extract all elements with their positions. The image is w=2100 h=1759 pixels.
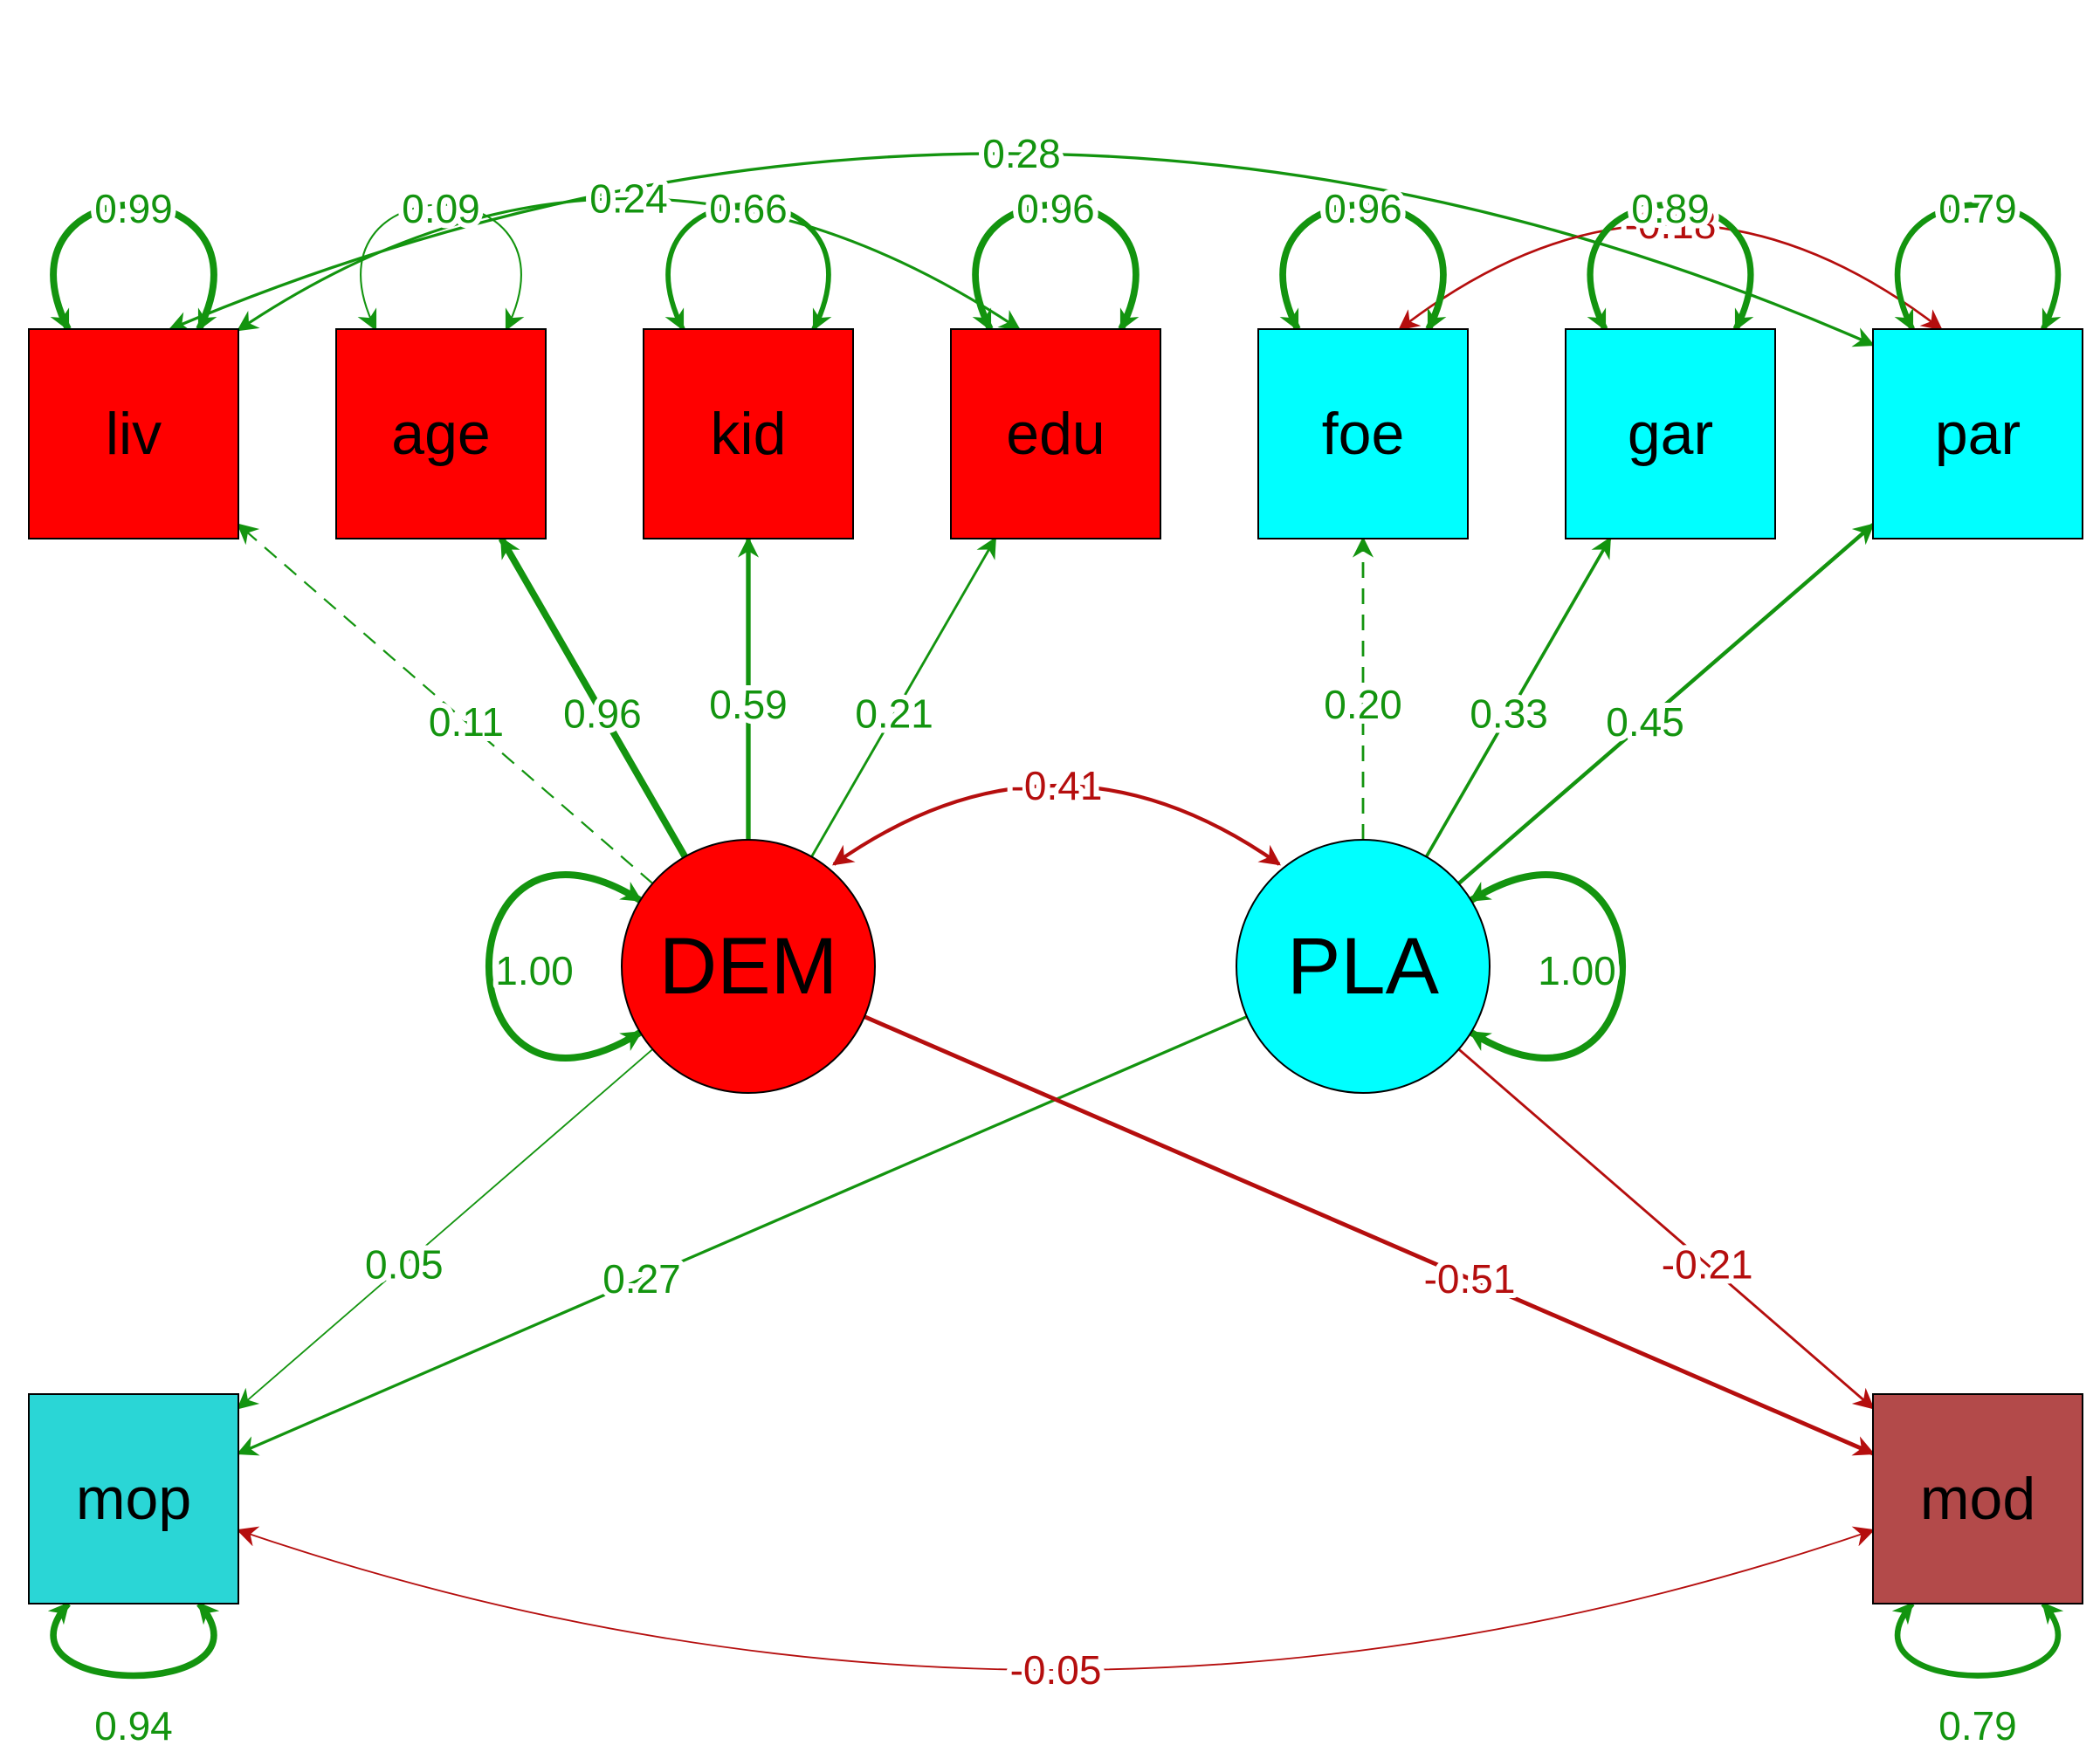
covariance-foe-par-label: -0.18 [1625,202,1717,247]
loading-dem-liv [237,523,654,884]
residual-foe [1279,201,1447,332]
node-edu-box [950,328,1161,539]
node-edu: edu [950,328,1161,539]
node-liv: liv [28,328,239,539]
residual-dem [485,871,643,1062]
residual-age-label: 0.09 [402,186,480,231]
residual-kid [664,202,832,332]
residual-liv [50,201,217,332]
loading-pla-gar-label: 0.33 [1470,691,1548,736]
residual-edu-label: 0.96 [1016,186,1095,231]
regression-dem-mod-label: -0.51 [1424,1256,1516,1302]
node-pla-circle [1236,839,1491,1094]
node-pla: PLA [1236,839,1491,1094]
node-foe-label: foe [1322,401,1405,467]
node-par-box [1872,328,2083,539]
node-foe: foe [1257,328,1469,539]
node-kid: kid [643,328,854,539]
covariance-mop-mod-label: -0.05 [1010,1647,1102,1693]
regression-dem-mop [237,1048,654,1410]
residual-dem-label: 1.00 [495,948,574,993]
residual-foe-label: 0.96 [1324,186,1402,231]
residual-gar [1587,201,1754,332]
regression-pla-mop [236,1015,1248,1456]
node-mod: mod [1872,1393,2083,1604]
residual-mop [47,1601,220,1680]
covariance-foe-par [1398,223,1943,331]
residual-mod-label: 0.79 [1938,1703,2017,1749]
regression-pla-mod [1457,1048,1875,1410]
node-edu-label: edu [1006,401,1105,467]
regression-pla-mop-label: 0.27 [602,1256,681,1302]
residual-kid-label: 0.66 [709,186,788,231]
node-mop-label: mop [76,1466,191,1532]
residual-mod [1891,1601,2064,1679]
edge-labels-layer: 0.11 0.96 0.59 0.21 0.20 0.33 0.45 0.05 0.27 -0.5… [89,126,2022,1754]
loading-pla-par [1457,523,1875,885]
loading-dem-kid-label: 0.59 [709,682,788,727]
regression-dem-mop-label: 0.05 [365,1242,444,1288]
node-kid-label: kid [711,401,787,467]
loading-dem-age [498,536,688,859]
node-liv-box [28,328,239,539]
node-dem: DEM [621,839,876,1094]
residual-edu [972,201,1140,332]
regression-dem-mod [864,1014,1876,1456]
residual-pla-label: 1.00 [1538,948,1616,993]
residual-gar-label: 0.89 [1631,186,1710,231]
covariance-liv-edu [237,196,1021,332]
node-par-label: par [1935,401,2021,467]
node-age: age [335,328,547,539]
residual-par [1894,202,2062,332]
node-age-box [335,328,547,539]
node-foe-box [1257,328,1469,539]
node-mod-label: mod [1920,1466,2035,1532]
loading-pla-foe-label: 0.20 [1324,682,1402,727]
node-mod-box [1872,1393,2083,1604]
loading-dem-edu-label: 0.21 [855,691,933,736]
covariance-liv-par [168,152,1876,347]
loading-pla-par-label: 0.45 [1606,699,1684,745]
node-dem-circle [621,839,876,1094]
node-pla-label: PLA [1287,922,1440,1011]
residual-mop-label: 0.94 [94,1703,173,1749]
covariance-liv-edu-label: 0.24 [589,176,668,222]
node-kid-box [643,328,854,539]
regression-pla-mod-label: -0.21 [1662,1242,1753,1288]
covariance-dem-pla-label: -0.41 [1011,763,1103,808]
node-age-label: age [391,401,490,467]
loading-dem-liv-label: 0.11 [429,699,504,745]
node-mop-box [28,1393,239,1604]
residual-pla [1469,871,1627,1062]
covariance-mop-mod [236,1526,1876,1671]
covariance-liv-par-label: 0.28 [982,131,1061,176]
node-liv-label: liv [106,401,162,467]
covariance-dem-pla [832,784,1281,866]
node-gar-label: gar [1628,401,1713,467]
node-par: par [1872,328,2083,539]
loading-dem-edu [810,536,996,858]
node-gar-box [1565,328,1776,539]
node-gar: gar [1565,328,1776,539]
residual-par-label: 0.79 [1938,186,2017,231]
edges-layer [47,152,2064,1680]
node-dem-label: DEM [659,922,837,1011]
loading-pla-gar [1424,536,1612,858]
residual-liv-label: 0.99 [94,186,173,231]
residual-age [357,203,525,332]
loading-dem-age-label: 0.96 [563,691,642,736]
node-mop: mop [28,1393,239,1604]
